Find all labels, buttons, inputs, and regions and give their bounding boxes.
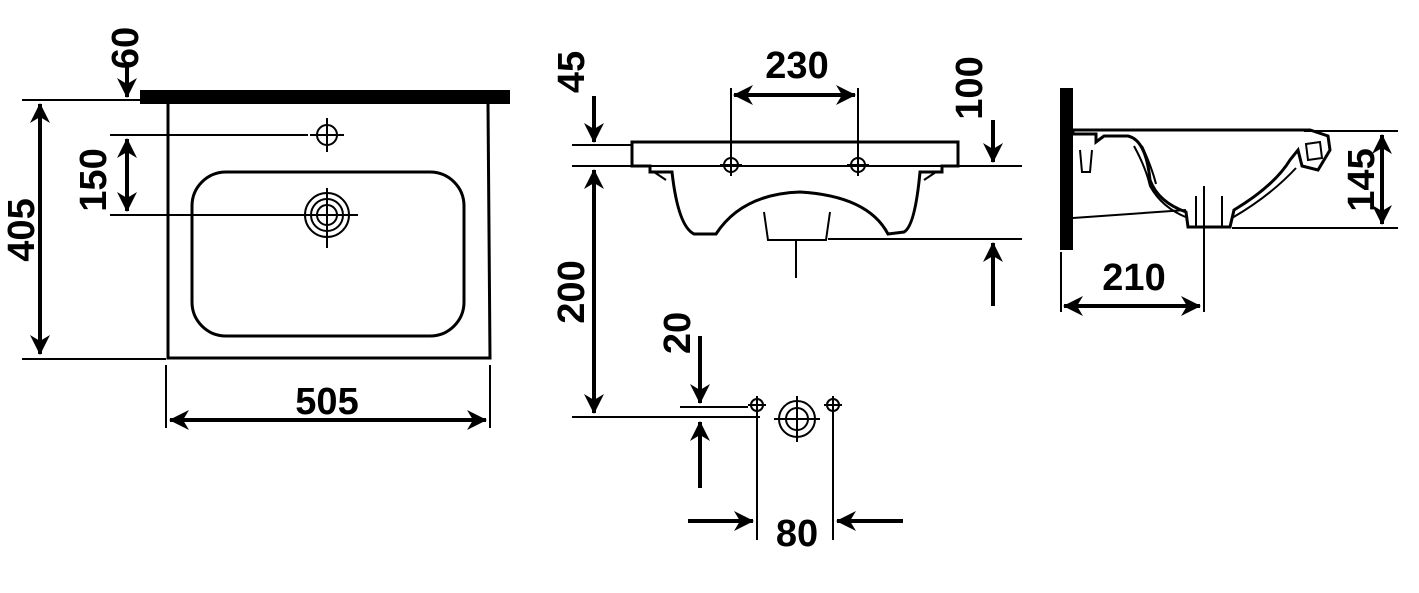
wall-bar <box>140 90 510 104</box>
installation-detail: 20 80 <box>657 312 903 555</box>
fixing-hole-right-symbol <box>824 396 842 414</box>
tap-hole-right-symbol <box>847 154 869 176</box>
tap-hole-left-symbol <box>720 154 742 176</box>
bowl-outline <box>190 170 466 338</box>
drain-outlet-symbol <box>774 396 820 442</box>
label-200: 200 <box>551 260 593 323</box>
basin-profile-side <box>1071 128 1332 229</box>
basin-outline-top <box>166 103 492 360</box>
label-20: 20 <box>657 312 699 354</box>
tap-hole-symbol <box>310 118 344 152</box>
wall-section <box>1060 88 1073 250</box>
label-145: 145 <box>1341 148 1383 211</box>
label-505: 505 <box>295 381 358 423</box>
basin-outline-front <box>630 140 960 236</box>
label-45: 45 <box>551 51 593 93</box>
label-405: 405 <box>1 198 43 261</box>
label-150: 150 <box>73 148 115 211</box>
label-230: 230 <box>765 45 828 87</box>
drain-symbol <box>300 188 358 248</box>
fixing-hole-left-symbol <box>748 396 766 414</box>
top-view: 60 405 150 505 <box>1 27 510 430</box>
side-view: 145 210 <box>1060 88 1398 316</box>
front-view: 230 45 100 200 <box>551 45 1022 418</box>
label-210: 210 <box>1102 257 1165 299</box>
label-80: 80 <box>776 513 818 555</box>
label-60: 60 <box>105 27 147 69</box>
label-100: 100 <box>949 56 991 119</box>
